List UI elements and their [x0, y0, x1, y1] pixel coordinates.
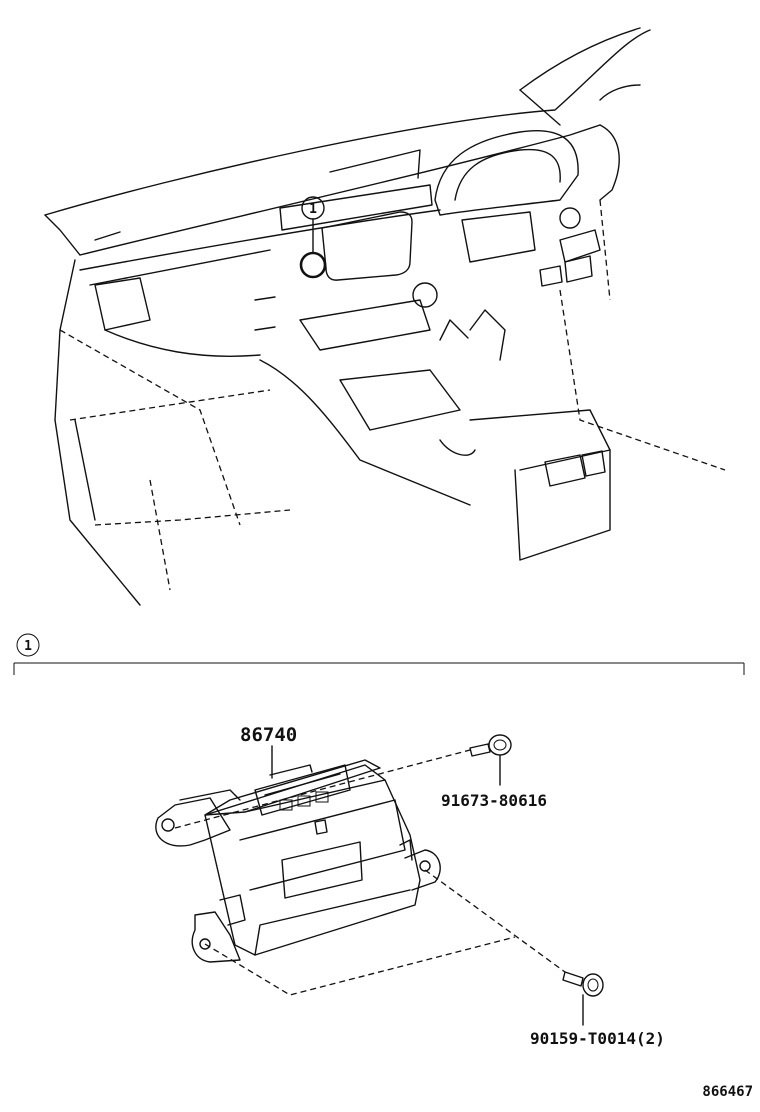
- bolt-part-number: 91673-80616: [441, 791, 547, 810]
- section-header: 1: [13, 633, 745, 675]
- bolt-fastener: [469, 734, 512, 786]
- dashboard-illustration: [44, 27, 726, 606]
- bolt-dashed-guide: [174, 749, 471, 829]
- screw-fastener: [562, 971, 604, 1026]
- location-highlight-circle: [299, 251, 327, 279]
- ecu-part-number: 86740: [240, 724, 297, 746]
- ecu-module: [155, 759, 441, 963]
- callout-marker-label: 1: [309, 202, 317, 217]
- figure-id: 866467: [702, 1084, 753, 1100]
- screw-dashed-guide-1: [424, 869, 566, 973]
- screw-dashed-guide-2: [204, 936, 516, 996]
- callout-marker: 1: [299, 196, 327, 279]
- screw-part-number: 90159-T0014(2): [530, 1029, 665, 1048]
- section-marker-label: 1: [24, 639, 32, 654]
